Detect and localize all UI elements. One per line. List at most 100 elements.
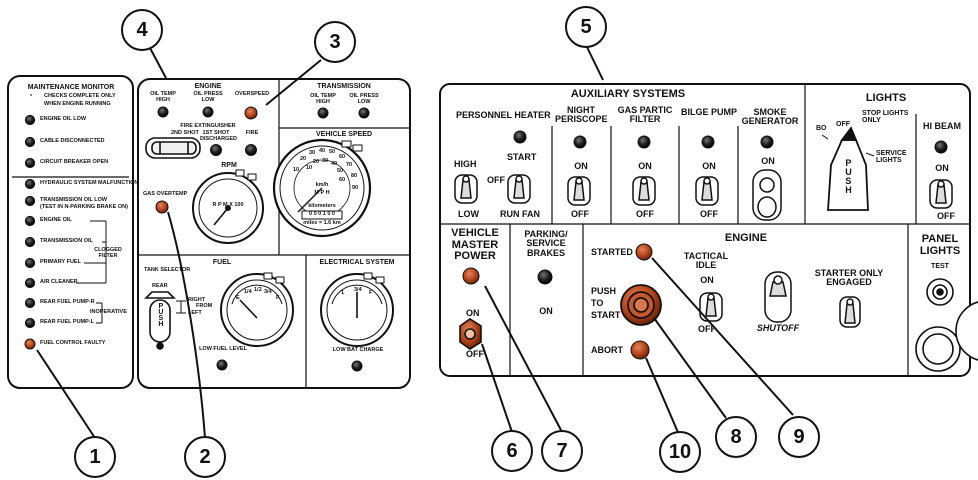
lamp-fuel-control-faulty <box>24 338 36 350</box>
first-shot-label: 1ST SHOT DISCHARGED <box>200 130 237 142</box>
tank-left-label: LEFT <box>188 310 202 316</box>
electrical-gauge <box>320 272 394 347</box>
push-to-start-button[interactable] <box>620 284 662 326</box>
heater-off-label: OFF <box>487 175 505 185</box>
lamp-abort <box>630 340 650 360</box>
heater-start-label: START <box>507 152 537 162</box>
speed-tick-70: 70 <box>346 162 353 168</box>
lights-knob-lines <box>821 134 875 157</box>
night-periscope-label: NIGHT PERISCOPE <box>555 105 608 125</box>
engine-panel-title: ENGINE <box>194 83 222 90</box>
lamp-low-bat <box>351 360 363 372</box>
lights-stop-only-label: STOP LIGHTS ONLY <box>862 110 909 125</box>
callout-label-6: 6 <box>506 440 518 462</box>
low-bat-label: LOW BAT CHARGE <box>332 347 384 353</box>
parking-brakes-on: ON <box>539 306 553 316</box>
second-shot-label: 2ND SHOT <box>171 130 199 136</box>
speed-inner-60: 60 <box>339 177 346 183</box>
partial-gauge-edge <box>955 301 978 361</box>
fire-extinguisher-handle[interactable] <box>145 137 201 159</box>
lamp-cable-disconnected <box>24 136 36 148</box>
started-label: STARTED <box>591 247 633 257</box>
rpm-label: RPM <box>221 162 237 169</box>
maint-item-primary-fuel: PRIMARY FUEL <box>40 259 81 265</box>
maintenance-title: MAINTENANCE MONITOR <box>27 84 115 91</box>
starter-only-toggle <box>839 296 861 328</box>
night-periscope-toggle <box>567 176 591 206</box>
odometer: 0 0 0 1 0 0 <box>309 211 335 217</box>
starter-only-label: STARTER ONLY ENGAGED <box>814 268 884 288</box>
heater-run-fan-label: RUN FAN <box>500 209 540 219</box>
lamp-engine-oil-filter <box>24 215 36 227</box>
lamp-fire-ext-discharged <box>210 144 222 156</box>
lamp-transmission-oil-low <box>24 195 36 207</box>
lamp-rear-fuel-pump-l <box>24 317 36 329</box>
maint-item-trans-oil: TRANSMISSION OIL <box>40 238 93 244</box>
maint-item-engine-oil: ENGINE OIL <box>40 217 72 223</box>
master-power-on: ON <box>466 308 480 318</box>
lamp-engine-started <box>635 243 653 261</box>
vehicle-speed-gauge <box>272 138 372 238</box>
fuel-scale-quarter: 1/4 <box>244 289 252 295</box>
bilge-pump-toggle <box>695 176 719 206</box>
tank-selector-knob[interactable] <box>144 291 176 350</box>
electrical-title: ELECTRICAL SYSTEM <box>319 259 395 266</box>
lamp-transmission-oil-filter <box>24 236 36 248</box>
lamp-night-periscope <box>573 135 587 149</box>
auxiliary-title: AUXILIARY SYSTEMS <box>570 88 686 100</box>
maint-item-circuit: CIRCUIT BREAKER OPEN <box>40 159 109 165</box>
speed-tick-90: 90 <box>352 185 359 191</box>
elec-scale-34: 3/4 <box>354 287 362 293</box>
engine-lamps <box>155 106 370 372</box>
inoperative-label: INOPERATIVE <box>90 309 127 315</box>
lamp-master-power <box>462 267 480 285</box>
engine-start-title: ENGINE <box>724 232 768 244</box>
engine-oil-temp-label: OIL TEMP HIGH <box>150 91 176 103</box>
smoke-generator-label: SMOKE GENERATOR <box>741 107 799 127</box>
bilge-pump-label: BILGE PUMP <box>680 107 738 117</box>
callout-label-5: 5 <box>580 16 592 38</box>
tactical-idle-on: ON <box>700 275 714 285</box>
shutoff-handle[interactable] <box>764 271 792 323</box>
speed-inner-40: 40 <box>331 161 338 167</box>
callout-8 <box>715 416 757 458</box>
maintenance-note-1: CHECKS COMPLETE ONLY <box>44 93 116 99</box>
lamp-gas-partic <box>637 135 651 149</box>
lamp-heater-start <box>513 130 527 144</box>
callout-10 <box>659 431 701 473</box>
panel-lights-dimmer-knob[interactable] <box>915 326 961 372</box>
fuel-title: FUEL <box>212 259 232 266</box>
abort-label: ABORT <box>591 345 623 355</box>
tank-rear-label: REAR <box>152 283 168 289</box>
speed-tick-60: 60 <box>339 154 346 160</box>
fuel-scale-f: F <box>276 295 280 301</box>
hi-beam-on: ON <box>935 163 949 173</box>
fuel-gauge <box>220 272 294 347</box>
maint-item-air-cleaner: AIR CLEANER <box>40 279 78 285</box>
callout-label-7: 7 <box>556 440 568 462</box>
speed-unit-mph: M P H <box>314 190 330 196</box>
rpm-dial-label: R P M x 100 <box>212 202 244 208</box>
panel-lights-test-knob[interactable] <box>926 278 954 306</box>
callout-3 <box>314 21 356 63</box>
maintenance-lamps <box>24 94 107 350</box>
callout-1 <box>74 436 116 478</box>
fire-label: FIRE <box>245 130 259 136</box>
master-power-switch[interactable] <box>459 318 482 350</box>
lamp-overspeed <box>244 106 258 120</box>
lights-title: LIGHTS <box>865 92 907 104</box>
callout-leaders <box>36 44 794 439</box>
heater-low-label: LOW <box>458 209 479 219</box>
toggle-switches[interactable] <box>454 174 953 328</box>
callout-label-9: 9 <box>793 426 805 448</box>
lights-push-knob[interactable] <box>827 126 869 211</box>
lamp-air-cleaner <box>24 277 36 289</box>
maint-item-fuel-control: FUEL CONTROL FAULTY <box>40 340 106 346</box>
vehicle-speed-title: VEHICLE SPEED <box>315 131 373 138</box>
smoke-generator-button[interactable] <box>752 169 782 221</box>
lamp-bilge-pump <box>701 135 715 149</box>
panel-lights-title: PANEL LIGHTS <box>919 233 961 257</box>
maint-item-engine-oil-low: ENGINE OIL LOW <box>40 116 87 122</box>
lamp-trans-oil-temp <box>317 107 329 119</box>
